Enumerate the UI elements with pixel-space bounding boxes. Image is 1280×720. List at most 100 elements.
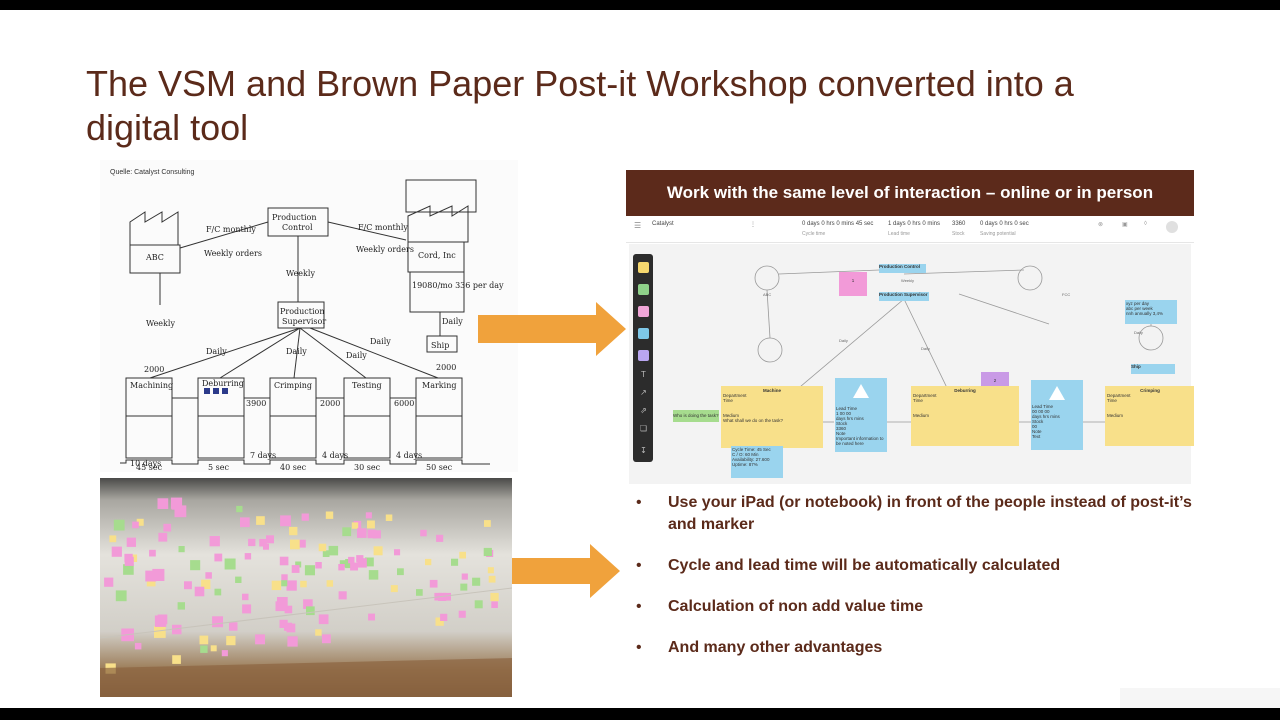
metric-saving-label: Saving potential: [980, 231, 1016, 237]
postit-note: [338, 564, 345, 571]
postit-note: [174, 505, 187, 518]
metric-saving-value: 0 days 0 hrs 0 sec: [980, 221, 1029, 227]
postit-note: [345, 559, 355, 569]
postit-note: [124, 553, 133, 563]
postit-note: [325, 511, 334, 519]
postit-note: [256, 516, 265, 525]
postit-note: [357, 528, 367, 538]
sketch-label-3: Weekly orders: [356, 245, 414, 254]
sketch-sec-3: 30 sec: [354, 463, 381, 472]
postit-note: [365, 512, 372, 519]
metric-lead-value: 1 days 0 hrs 0 mins: [888, 221, 941, 227]
postit-note: [429, 579, 438, 588]
sketch-demand: 19080/mo 336 per day: [412, 281, 504, 290]
sketch-label-4: Weekly: [286, 269, 315, 278]
node-cycle-box[interactable]: Cycle Time: 45 Sec C / O: 60 Min Availab…: [731, 446, 783, 478]
postit-note: [242, 593, 249, 601]
purple-sticky-tool[interactable]: [638, 350, 649, 361]
postit-note: [425, 558, 432, 566]
process-deburring[interactable]: Deburring Department Time Medium: [911, 386, 1019, 446]
bullet-item: •Cycle and lead time will be automatical…: [636, 555, 1196, 577]
pink-sticky-tool[interactable]: [638, 306, 649, 317]
sketch-label-6: Daily: [286, 347, 307, 356]
postit-note: [436, 534, 444, 542]
node-who[interactable]: Who is doing the task?: [673, 410, 719, 422]
postit-note: [115, 590, 127, 602]
node-daily-1: Daily: [839, 338, 848, 343]
close-icon[interactable]: ⊗: [1098, 222, 1104, 228]
postit-note: [368, 570, 379, 580]
postit-note: [190, 560, 201, 571]
sketch-production-control-2: Control: [282, 223, 313, 232]
bullet-dot-icon: •: [636, 598, 642, 615]
node-lead-time-2[interactable]: Lead Time 00 00 00 days hrs mins Stock 0…: [1031, 380, 1083, 450]
postit-wall-photo: [100, 478, 512, 697]
blue-sticky-tool[interactable]: [638, 328, 649, 339]
copy-tool-icon[interactable]: ❏: [639, 424, 648, 433]
postit-note: [178, 546, 185, 553]
bullet-text: And many other advantages: [668, 639, 883, 656]
bullet-item: •Use your iPad (or notebook) in front of…: [636, 492, 1196, 536]
postit-note: [248, 538, 256, 547]
node-production-control[interactable]: Production Control: [879, 264, 926, 273]
vsm-app-screenshot: ☰ Catalyst ⋮ 0 days 0 hrs 0 mins 45 sec …: [626, 216, 1194, 484]
postit-note: [440, 613, 448, 621]
postit-note: [351, 522, 359, 529]
postit-note: [420, 529, 427, 537]
postit-note: [339, 560, 347, 568]
postit-note: [236, 505, 243, 513]
postit-note: [255, 634, 265, 645]
postit-note: [451, 558, 459, 566]
more-icon[interactable]: ⋮: [750, 222, 756, 228]
vsm-canvas[interactable]: T ↗ ⇗ ❏ ↧ Production Control Weekly Prod…: [629, 244, 1194, 484]
push-arrow-tool-icon[interactable]: ⇗: [640, 406, 647, 415]
bell-icon[interactable]: ◊: [1144, 221, 1147, 227]
text-tool-icon[interactable]: T: [641, 370, 646, 379]
node-production-supervisor[interactable]: Production Supervisor: [879, 292, 929, 301]
postit-note: [328, 545, 339, 556]
sketch-label-9: Weekly: [146, 319, 175, 328]
process-deburring-dept: Department: [913, 393, 937, 398]
yellow-sticky-tool[interactable]: [638, 262, 649, 273]
avatar[interactable]: [1166, 221, 1178, 233]
node-customer-info[interactable]: xyz per day abc per week nnh annually 3,…: [1125, 300, 1177, 324]
node-weekly: Weekly: [901, 278, 915, 283]
postit-note: [158, 532, 168, 542]
postit-note: [315, 562, 322, 569]
postit-note: [487, 567, 494, 574]
postit-note: [372, 530, 381, 539]
sketch-production-control: Production: [272, 213, 317, 222]
postit-note: [172, 655, 181, 664]
postit-note: [435, 617, 444, 626]
postit-note: [172, 624, 182, 635]
postit-note: [154, 626, 166, 638]
download-tool-icon[interactable]: ↧: [640, 446, 647, 455]
menu-icon[interactable]: ☰: [634, 221, 642, 230]
postit-note: [342, 527, 352, 537]
postit-note: [229, 622, 238, 631]
postit-note: [209, 536, 220, 547]
node-lead-time-1[interactable]: Lead Time 1 00 00 days hrs mins Stock 33…: [835, 378, 887, 452]
sketch-day-1: 7 days: [250, 451, 276, 460]
postit-note: [300, 580, 307, 588]
postit-note: [364, 557, 374, 567]
postit-note: [367, 520, 375, 529]
postit-note: [367, 529, 377, 539]
postit-note: [385, 514, 393, 521]
trash-icon[interactable]: ▣: [1122, 222, 1128, 228]
bullet-text: Cycle and lead time will be automaticall…: [668, 557, 1061, 574]
postit-note: [290, 539, 300, 550]
postit-note: [224, 558, 236, 570]
process-crimping-time: Time: [1107, 398, 1117, 403]
process-crimping[interactable]: Crimping Department Time Medium: [1105, 386, 1194, 446]
line-tool-icon[interactable]: ↗: [640, 388, 647, 397]
process-machine[interactable]: Machine Department Time Medium What shal…: [721, 386, 823, 448]
sticky-pink-1[interactable]: 1: [839, 272, 867, 296]
green-sticky-tool[interactable]: [638, 284, 649, 295]
postit-note: [304, 565, 315, 576]
postit-note: [490, 592, 499, 602]
metric-lead-label: Lead time: [888, 231, 910, 237]
postit-note: [472, 577, 481, 586]
node-ship[interactable]: Ship: [1131, 364, 1175, 374]
postit-note: [199, 635, 209, 645]
